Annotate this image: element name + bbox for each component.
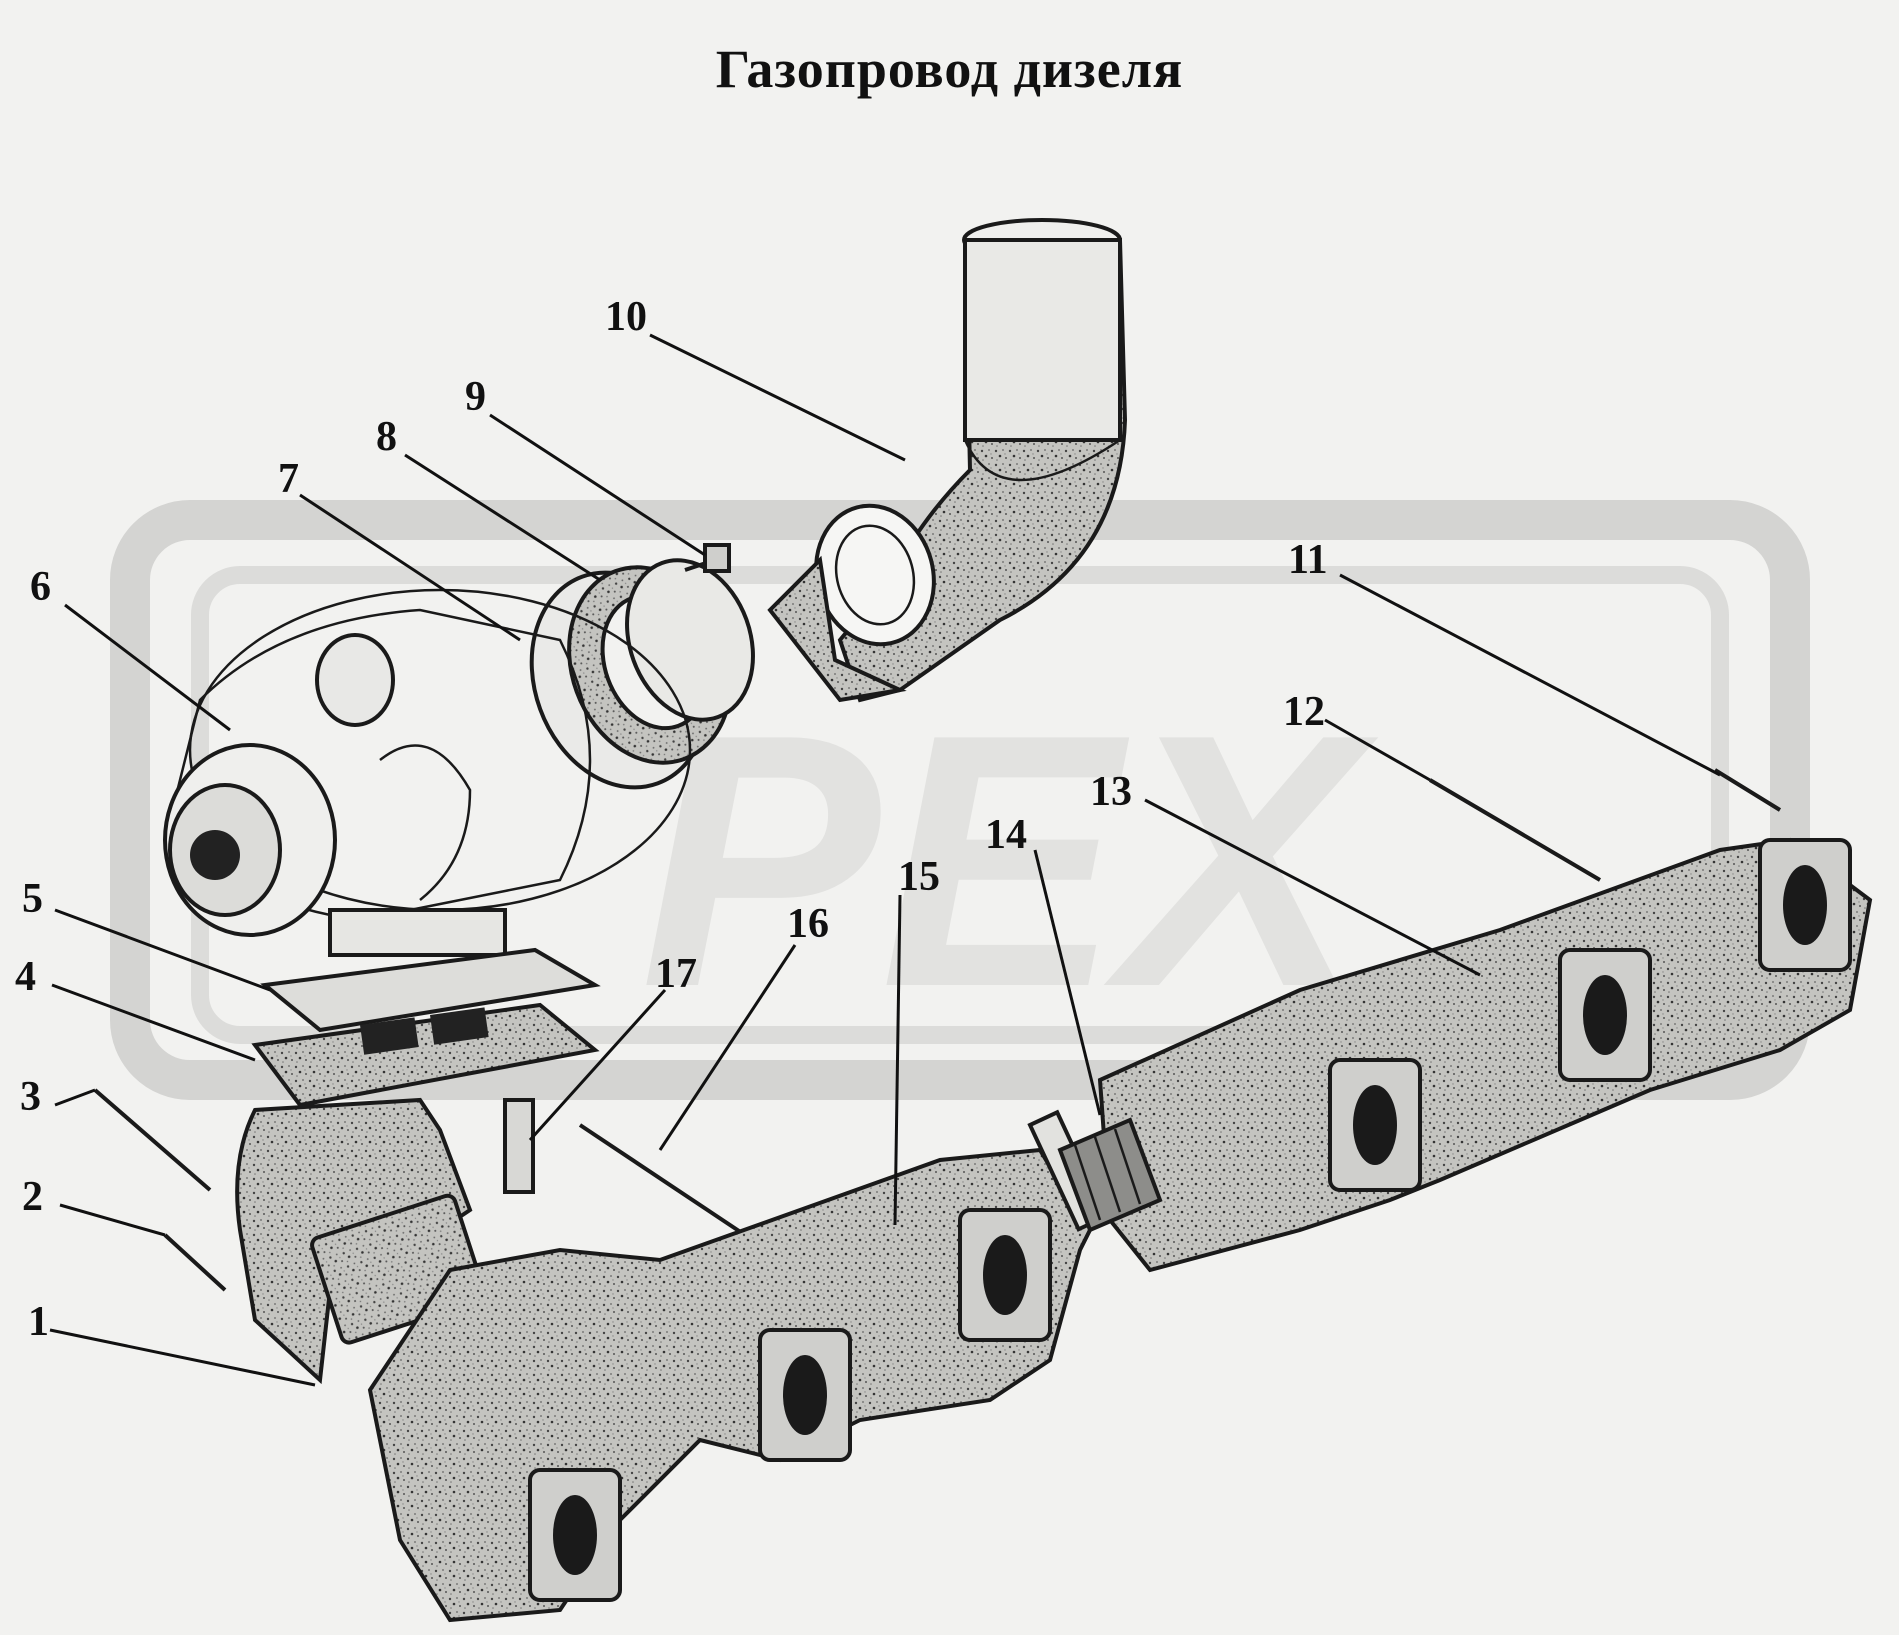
callout-7: 7 [278,456,299,502]
leader-14 [1033,849,1102,1116]
callout-3: 3 [20,1074,41,1120]
callout-numbers: 1 2 3 4 5 6 7 8 9 10 11 12 13 14 15 16 1… [15,294,1328,1345]
callout-9: 9 [465,374,486,420]
callout-6: 6 [30,564,51,610]
callout-17: 17 [655,951,697,997]
leader-3 [54,1088,96,1107]
part-exhaust-elbow [767,218,1128,703]
callout-11: 11 [1288,537,1328,583]
callout-1: 1 [28,1299,49,1345]
leader-17 [528,988,667,1142]
leader-6 [64,603,231,732]
callout-5: 5 [22,876,43,922]
part-turbo-gaskets [251,947,601,1108]
leader-16 [658,944,797,1151]
callout-15: 15 [898,854,940,900]
leader-4 [51,983,256,1062]
leader-11 [1339,573,1721,777]
callout-13: 13 [1090,769,1132,815]
leader-1 [49,1328,316,1387]
callout-8: 8 [376,414,397,460]
leader-8 [404,453,601,582]
callout-2: 2 [22,1174,43,1220]
leader-2 [59,1203,166,1237]
callout-4: 4 [15,954,36,1000]
part-bellows [1057,1117,1163,1233]
leader-5 [54,908,271,992]
leader-12 [1324,718,1431,782]
leader-7 [299,493,521,642]
leader-10 [649,333,906,462]
callout-10: 10 [605,294,647,340]
part-flange-assembly [529,543,755,790]
leader-9 [489,413,706,557]
leader-13 [1144,798,1481,977]
bolts [93,768,1782,1292]
leader-lines [49,333,1721,1387]
part-turbocharger [163,588,692,957]
watermark-text: PEX [640,660,1379,1062]
leader-15 [893,894,902,1226]
diagram-title: Газопровод дизеля [715,39,1184,99]
part-exhaust-manifold [367,837,1873,1623]
callout-14: 14 [985,812,1027,858]
callout-16: 16 [787,901,829,947]
callout-12: 12 [1283,689,1325,735]
